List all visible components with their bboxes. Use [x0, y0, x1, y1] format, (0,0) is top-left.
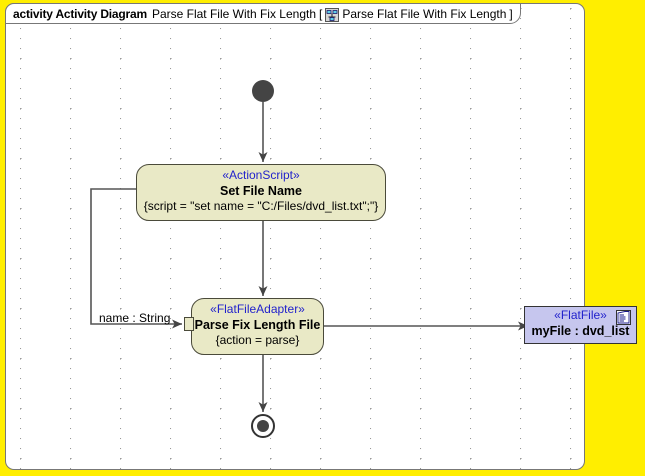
initial-node[interactable] [252, 80, 274, 102]
frame-name: Parse Flat File With Fix Length [151, 6, 317, 21]
frame-title-tab[interactable]: activity Activity Diagram Parse Flat Fil… [5, 3, 521, 24]
connector-layer [90, 102, 528, 412]
activity-final-node[interactable] [251, 414, 275, 438]
node-property-label: {action = parse} [215, 333, 300, 347]
frame-bracket-close: ] [509, 6, 513, 21]
stereotype-label: «FlatFile» [554, 308, 607, 322]
stereotype-label: «FlatFileAdapter» [210, 302, 305, 316]
action-node-set-file-name[interactable]: «ActionScript» Set File Name {script = "… [136, 164, 386, 221]
node-name-label: myFile : dvd_list [531, 324, 630, 338]
action-node-parse-fix-length-file[interactable]: «FlatFileAdapter» Parse Fix Length File … [191, 298, 324, 355]
node-name-label: Parse Fix Length File [194, 318, 321, 332]
node-name-label: Set File Name [220, 184, 302, 198]
frame-keyword: activity Activity Diagram [13, 6, 147, 21]
node-property-label: {script = "set name = "C:/Files/dvd_list… [143, 199, 379, 213]
file-document-icon [616, 310, 631, 325]
activity-frame[interactable]: «ActionScript» Set File Name {script = "… [5, 3, 585, 470]
activity-diagram-icon [325, 7, 340, 22]
object-node-flat-file[interactable]: «FlatFile» myFile : dvd_list [524, 306, 637, 344]
input-pin[interactable] [184, 317, 194, 331]
activity-final-node-inner [257, 420, 269, 432]
frame-bracket-label: Parse Flat File With Fix Length [342, 6, 507, 21]
stereotype-label: «ActionScript» [222, 168, 300, 182]
edge-label-name-string: name : String [99, 311, 171, 325]
frame-bracket-open: [ [319, 6, 323, 21]
